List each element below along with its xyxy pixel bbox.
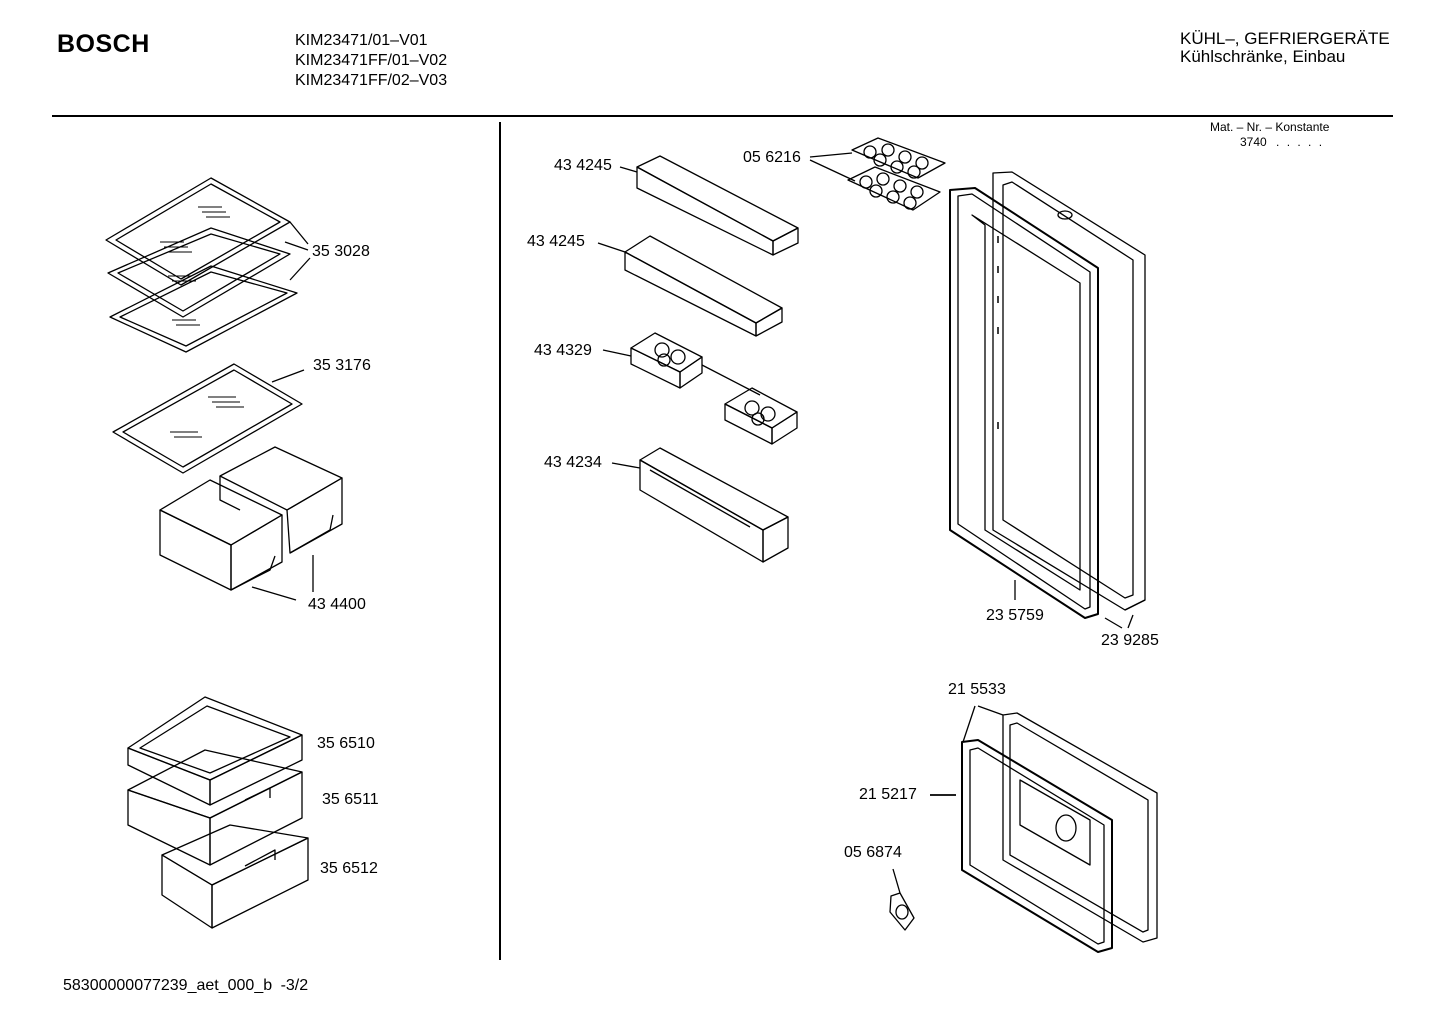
crisper-drawers — [160, 447, 342, 600]
drawer-top — [220, 447, 342, 510]
part-label: 43 4400 — [308, 596, 366, 613]
model-list: KIM23471/01–V01 KIM23471FF/01–V02 KIM234… — [295, 31, 447, 91]
page-number: -3/2 — [280, 977, 309, 994]
freezer-drawer-side — [212, 838, 308, 928]
leader-line — [285, 242, 308, 250]
part-label: 43 4245 — [554, 157, 612, 174]
glass-shelf — [108, 228, 290, 317]
leader-line — [1105, 618, 1122, 628]
glass-shelf-inner — [120, 272, 287, 346]
freezer-drawer-side — [210, 772, 302, 865]
model-number: KIM23471/01–V01 — [295, 32, 428, 49]
egg-trays — [810, 138, 945, 210]
part-label: 35 3176 — [313, 357, 371, 374]
freezer-drawer-front — [128, 748, 210, 805]
document-id: 58300000077239_aet_000_b — [63, 977, 273, 994]
part-label: 35 6512 — [320, 860, 378, 877]
part-label: 43 4329 — [534, 342, 592, 359]
leader-line — [290, 222, 308, 244]
drawer-handle — [231, 556, 275, 590]
leader-line — [810, 160, 855, 181]
part-label: 35 3028 — [312, 243, 370, 260]
freezer-drawer-inner — [140, 706, 290, 773]
part-label: 23 5759 — [986, 607, 1044, 624]
material-constant: Mat. – Nr. – Konstante 3740 . . . . . — [1210, 120, 1329, 150]
glass-shelf-inner — [116, 184, 280, 279]
material-constant-label: Mat. – Nr. – Konstante — [1210, 120, 1330, 134]
freezer-drawer-top — [162, 825, 308, 885]
part-label: 43 4234 — [544, 454, 602, 471]
drawer-side — [231, 515, 282, 590]
material-constant-value: 3740 — [1240, 135, 1267, 149]
freezer-flap — [1003, 713, 1157, 942]
glass-shelf — [113, 364, 302, 473]
refrigerator-door — [993, 172, 1145, 610]
leader-line — [272, 370, 304, 382]
leader-line — [603, 350, 631, 356]
door-rack-middle — [598, 236, 782, 336]
drawer-front — [160, 510, 231, 590]
leader-line — [612, 463, 640, 468]
leader-line — [620, 167, 637, 172]
glass-shelf-stack — [106, 178, 310, 352]
door-bottle-rack — [612, 448, 788, 562]
freezer-drawer-side — [210, 735, 302, 805]
category-heading: KÜHL–, GEFRIERGERÄTE Kühlschränke, Einba… — [1180, 30, 1390, 66]
brand-logo: BOSCH — [57, 30, 150, 58]
cover-cap — [890, 869, 914, 930]
part-label: 35 6511 — [322, 791, 379, 808]
door-rack-upper — [620, 156, 798, 255]
freezer-drawer-top — [128, 750, 302, 818]
part-label: 05 6874 — [844, 844, 902, 861]
refrigerator-door-gasket — [950, 188, 1133, 628]
model-number: KIM23471FF/02–V03 — [295, 72, 448, 89]
egg-tray-rack — [603, 333, 797, 444]
leader-line — [290, 258, 310, 280]
leader-line — [963, 706, 975, 742]
drawer-side — [287, 478, 342, 553]
part-label: 23 9285 — [1101, 632, 1159, 649]
drawer-top — [160, 480, 282, 545]
part-label: 21 5533 — [948, 681, 1006, 698]
glass-shelf — [110, 266, 297, 352]
column-divider — [499, 122, 501, 960]
material-constant-value-row: 3740 . . . . . — [1210, 135, 1329, 150]
glass-shelf-single — [113, 364, 304, 473]
category-line-2: Kühlschränke, Einbau — [1180, 47, 1346, 66]
leader-line — [978, 706, 1003, 715]
glass-reflection-marks — [160, 207, 230, 325]
part-label: 21 5217 — [859, 786, 917, 803]
glass-reflection-marks — [170, 397, 244, 437]
leader-line — [893, 869, 900, 893]
freezer-flap-gasket — [930, 706, 1112, 952]
part-label: 05 6216 — [743, 149, 801, 166]
drawer-handle — [290, 515, 333, 553]
header-divider — [52, 115, 1393, 117]
leader-line — [598, 243, 625, 252]
freezer-drawer-front — [162, 855, 212, 928]
leader-line — [252, 587, 296, 600]
freezer-drawers — [128, 697, 308, 928]
category-line-1: KÜHL–, GEFRIERGERÄTE — [1180, 29, 1390, 48]
model-number: KIM23471FF/01–V02 — [295, 52, 448, 69]
leader-line — [810, 153, 852, 157]
material-constant-dots: . . . . . — [1276, 135, 1325, 149]
part-label: 35 6510 — [317, 735, 375, 752]
glass-shelf-inner — [123, 370, 292, 467]
drawer-edge — [220, 476, 240, 510]
leader-line — [1128, 615, 1133, 628]
freezer-drawer-front — [128, 790, 210, 865]
part-label: 43 4245 — [527, 233, 585, 250]
drawer-handle — [245, 850, 275, 866]
document-footer: 58300000077239_aet_000_b -3/2 — [63, 977, 308, 995]
drawer-handle — [245, 788, 270, 800]
